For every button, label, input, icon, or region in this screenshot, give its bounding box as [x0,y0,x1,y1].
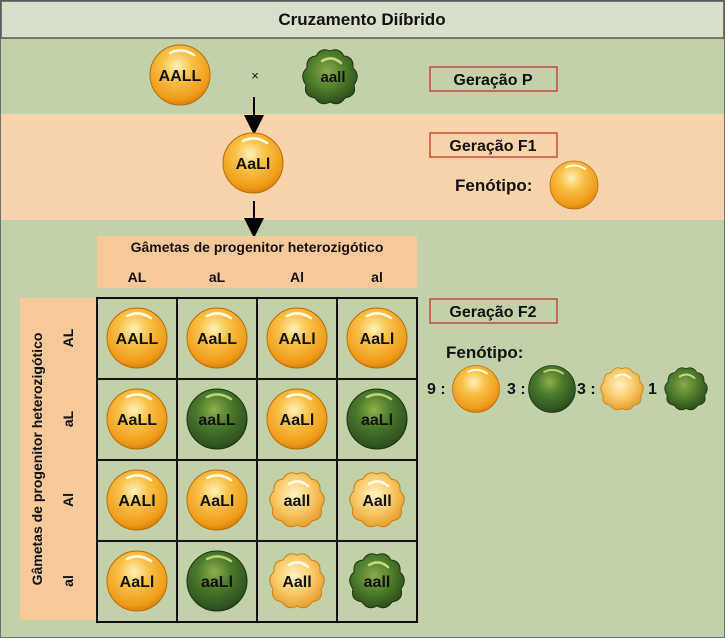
punnett-cell-genotype: AaLl [360,331,395,348]
parent-2-genotype: aall [320,69,345,86]
punnett-cell-genotype: AaLl [120,574,155,591]
punnett-cell-genotype: AALl [278,331,315,348]
f2-ratio-seed-green-wrinkled [663,366,709,411]
f1-band [1,114,724,220]
punnett-cell-genotype: aaLL [198,412,236,429]
gamete-row-label: Al [60,493,76,507]
punnett-cell-yellow-round: AaLL [185,306,249,370]
diagram-title: Cruzamento Diíbrido [278,10,445,29]
punnett-cell-genotype: AaLl [200,493,235,510]
punnett-cell-genotype: aaLl [361,412,393,429]
f2-ratio-count: 9 : [427,381,446,398]
gametes-top-header-box [97,236,417,288]
punnett-cell-genotype: Aall [362,493,391,510]
punnett-cell-yellow-wrinkled: aall [268,471,326,529]
generation-f2-label-box [429,298,558,324]
gamete-row-label: AL [60,328,76,347]
punnett-cell-genotype: aall [364,574,391,591]
punnett-cell-genotype: aall [284,493,311,510]
gamete-column-labels: AL aL Al al [128,269,383,285]
punnett-cell-green-wrinkled: aall [348,552,406,610]
punnett-cell-yellow-wrinkled: Aall [268,552,326,610]
generation-p-label-box [429,66,558,92]
punnett-cell-genotype: AALl [118,493,155,510]
punnett-cell-yellow-round: AALl [265,306,329,370]
f1-genotype: AaLl [236,156,271,173]
gamete-row-label: al [60,575,76,587]
gamete-column-label: Al [290,269,304,285]
f1-phenotype-seed-yellow-round [548,159,600,211]
gamete-column-label: aL [209,269,226,285]
f2-ratio-count: 3 : [577,381,596,398]
punnett-cell-yellow-wrinkled: Aall [348,471,406,529]
cross-symbol: × [251,68,259,83]
gamete-column-label: al [371,269,383,285]
gamete-row-label: aL [60,410,76,427]
punnett-cell-green-round: aaLl [185,549,249,613]
title-bar [0,0,725,39]
f2-phenotype-ratio: 9 : 3 : 3 : 1 [427,364,709,414]
f2-ratio-count: 3 : [507,381,526,398]
f1-phenotype-label: Fenótipo: [455,176,532,195]
punnett-cell-genotype: AaLL [117,412,157,429]
punnett-cell-green-round: aaLL [185,387,249,451]
gamete-row-labels: AL aL Al al [60,328,76,587]
punnett-cell-yellow-round: AALl [105,468,169,532]
gamete-column-label: AL [128,269,147,285]
parent-1-genotype: AALL [159,68,202,85]
f2-phenotype-label: Fenótipo: [446,343,523,362]
punnett-cell-green-round: aaLl [345,387,409,451]
punnett-cell-genotype: aaLl [201,574,233,591]
punnett-cell-yellow-round: AALL [105,306,169,370]
f2-ratio-count: 1 [648,381,657,398]
gametes-side-header: Gâmetas de progenitor heterozigótico [29,333,45,586]
f2-ratio-seed-green-round [527,364,577,414]
punnett-cell-yellow-round: AaLl [265,387,329,451]
gametes-top-header: Gâmetas de progenitor heterozigótico [131,239,384,255]
punnett-cell-genotype: AALL [116,331,159,348]
generation-f1-label-box [429,132,558,158]
punnett-cell-genotype: AaLL [197,331,237,348]
f2-ratio-seed-yellow-round [451,364,501,414]
f2-ratio-seed-yellow-wrinkled [599,366,645,411]
generation-p-label: Geração P [453,72,532,89]
punnett-cell-genotype: Aall [282,574,311,591]
gametes-side-header-box [20,298,96,620]
punnett-cell-genotype: AaLl [280,412,315,429]
punnett-cell-yellow-round: AaLl [185,468,249,532]
generation-f1-label: Geração F1 [449,138,536,155]
generation-f2-label: Geração F2 [449,304,536,321]
punnett-cell-yellow-round: AaLl [105,549,169,613]
punnett-cell-yellow-round: AaLL [105,387,169,451]
punnett-cell-yellow-round: AaLl [345,306,409,370]
